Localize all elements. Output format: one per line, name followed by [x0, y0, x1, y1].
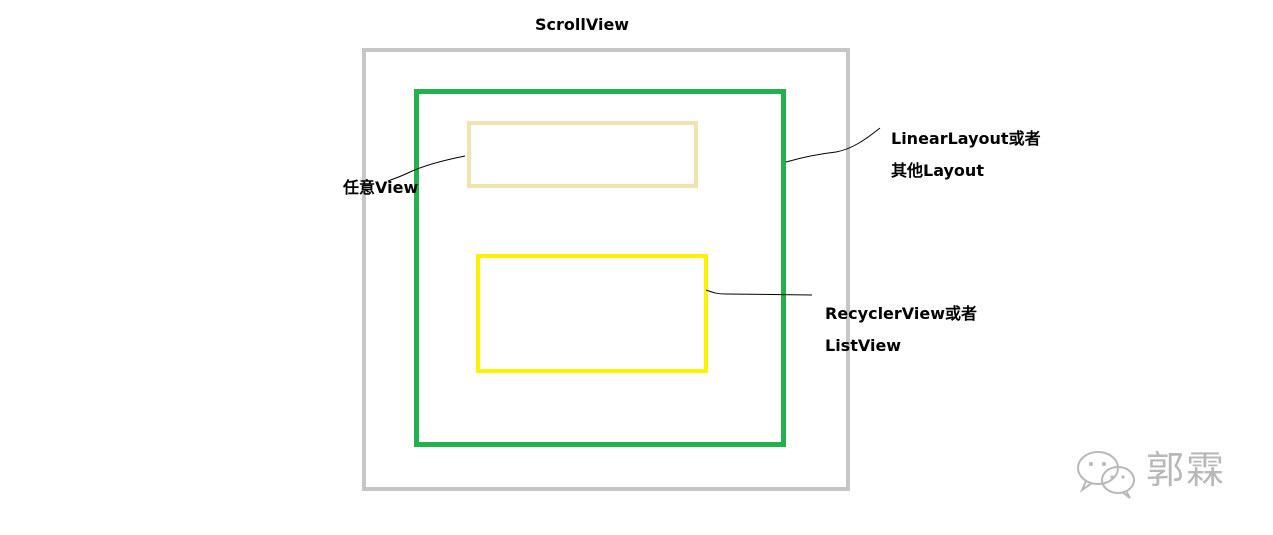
- any-view-label: 任意View: [343, 178, 419, 197]
- recyclerview-label-line1: RecyclerView或者: [825, 304, 978, 323]
- watermark-text: 郭霖: [1146, 448, 1227, 492]
- any-view-box: [467, 121, 698, 188]
- scrollview-label: ScrollView: [535, 15, 630, 34]
- wechat-icon: [1077, 451, 1135, 499]
- scrollview-box: [362, 48, 850, 491]
- linearlayout-label-line1: LinearLayout或者: [891, 129, 1041, 148]
- recyclerview-box: [476, 254, 708, 373]
- linearlayout-label-line2: 其他Layout: [891, 161, 984, 180]
- linearlayout-box: [414, 89, 786, 447]
- recyclerview-label-line2: ListView: [825, 336, 902, 355]
